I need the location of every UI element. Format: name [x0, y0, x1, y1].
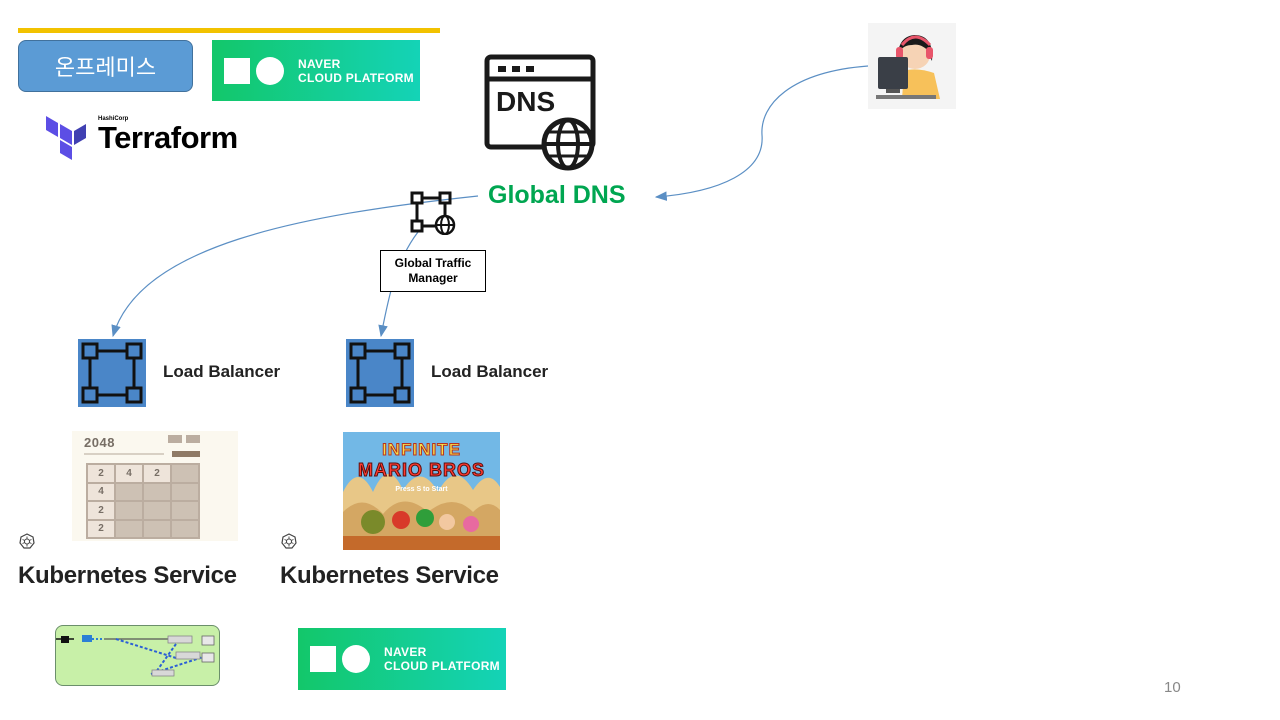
mario-subtitle: Press S to Start	[395, 486, 448, 493]
ncp-logo-line2: CLOUD PLATFORM	[298, 70, 414, 85]
game-2048-tile: 4	[116, 465, 142, 482]
game-2048-tile	[144, 520, 170, 537]
game-2048-tile	[116, 483, 142, 500]
game-2048-tile: 2	[88, 502, 114, 519]
ncp-logo-mark-bottom	[310, 645, 370, 673]
page-number: 10	[1164, 679, 1181, 696]
mario-title-line2: MARIO BROS	[358, 460, 485, 481]
kubernetes-service-label-2: Kubernetes Service	[280, 562, 499, 589]
load-balancer-glyph-2	[349, 342, 411, 404]
game-2048-tile: 4	[88, 483, 114, 500]
game-2048-tile	[172, 465, 198, 482]
load-balancer-label-1: Load Balancer	[163, 362, 281, 381]
terraform-brand: HashiCorp	[98, 116, 129, 122]
mario-background-art	[343, 432, 500, 550]
kubernetes-icon-2	[281, 533, 297, 549]
user-avatar	[868, 23, 956, 109]
network-diagram-art	[56, 635, 215, 677]
ncp-logo-mark	[224, 56, 284, 85]
game-2048-tile	[172, 502, 198, 519]
ncp-logo-line1: NAVER	[298, 56, 341, 71]
kubernetes-icon-1	[19, 533, 35, 549]
onprem-network-diagram	[55, 625, 220, 686]
gtm-label-box: Global Traffic Manager	[380, 250, 486, 292]
onprem-label-box: 온프레미스	[18, 40, 193, 92]
ncp-logo-bottom-line1: NAVER	[384, 645, 427, 659]
dns-icon-text: DNS	[496, 86, 555, 117]
game-2048-tile: 2	[144, 465, 170, 482]
game-2048-tile: 2	[88, 465, 114, 482]
ncp-logo-bottom-line2: CLOUD PLATFORM	[384, 659, 500, 673]
mario-game-screenshot: INFINITE MARIO BROS Press S to Start	[343, 432, 500, 550]
game-2048-tile: 2	[88, 520, 114, 537]
user-at-computer-icon	[876, 35, 940, 99]
accent-bar	[18, 28, 440, 33]
mario-title-line1: INFINITE	[382, 440, 461, 460]
load-balancer-icon-1	[78, 339, 146, 407]
ncp-logo-bottom: NAVER CLOUD PLATFORM	[298, 628, 506, 690]
terraform-icon	[46, 116, 86, 160]
ncp-logo-top: NAVER CLOUD PLATFORM	[212, 40, 420, 101]
load-balancer-label-2: Load Balancer	[431, 362, 549, 381]
game-2048-tile	[116, 502, 142, 519]
game-2048-tile	[144, 502, 170, 519]
game-2048-tile	[172, 520, 198, 537]
traffic-manager-icon	[410, 191, 456, 235]
global-dns-title: Global DNS	[488, 181, 626, 209]
gtm-label-line1: Global Traffic	[394, 256, 472, 270]
arrow-user-to-dns	[654, 65, 869, 201]
arrow-dns-to-lb1	[111, 195, 479, 338]
load-balancer-icon-2	[346, 339, 414, 407]
game-2048-tile	[172, 483, 198, 500]
game-2048-tile	[144, 483, 170, 500]
load-balancer-glyph-1	[81, 342, 143, 404]
terraform-name: Terraform	[98, 120, 238, 155]
game-2048-tile	[116, 520, 142, 537]
gtm-label-line2: Manager	[408, 271, 458, 285]
kubernetes-service-label-1: Kubernetes Service	[18, 562, 237, 589]
dns-icon: DNS	[484, 54, 596, 171]
game-2048-title: 2048	[84, 435, 115, 450]
